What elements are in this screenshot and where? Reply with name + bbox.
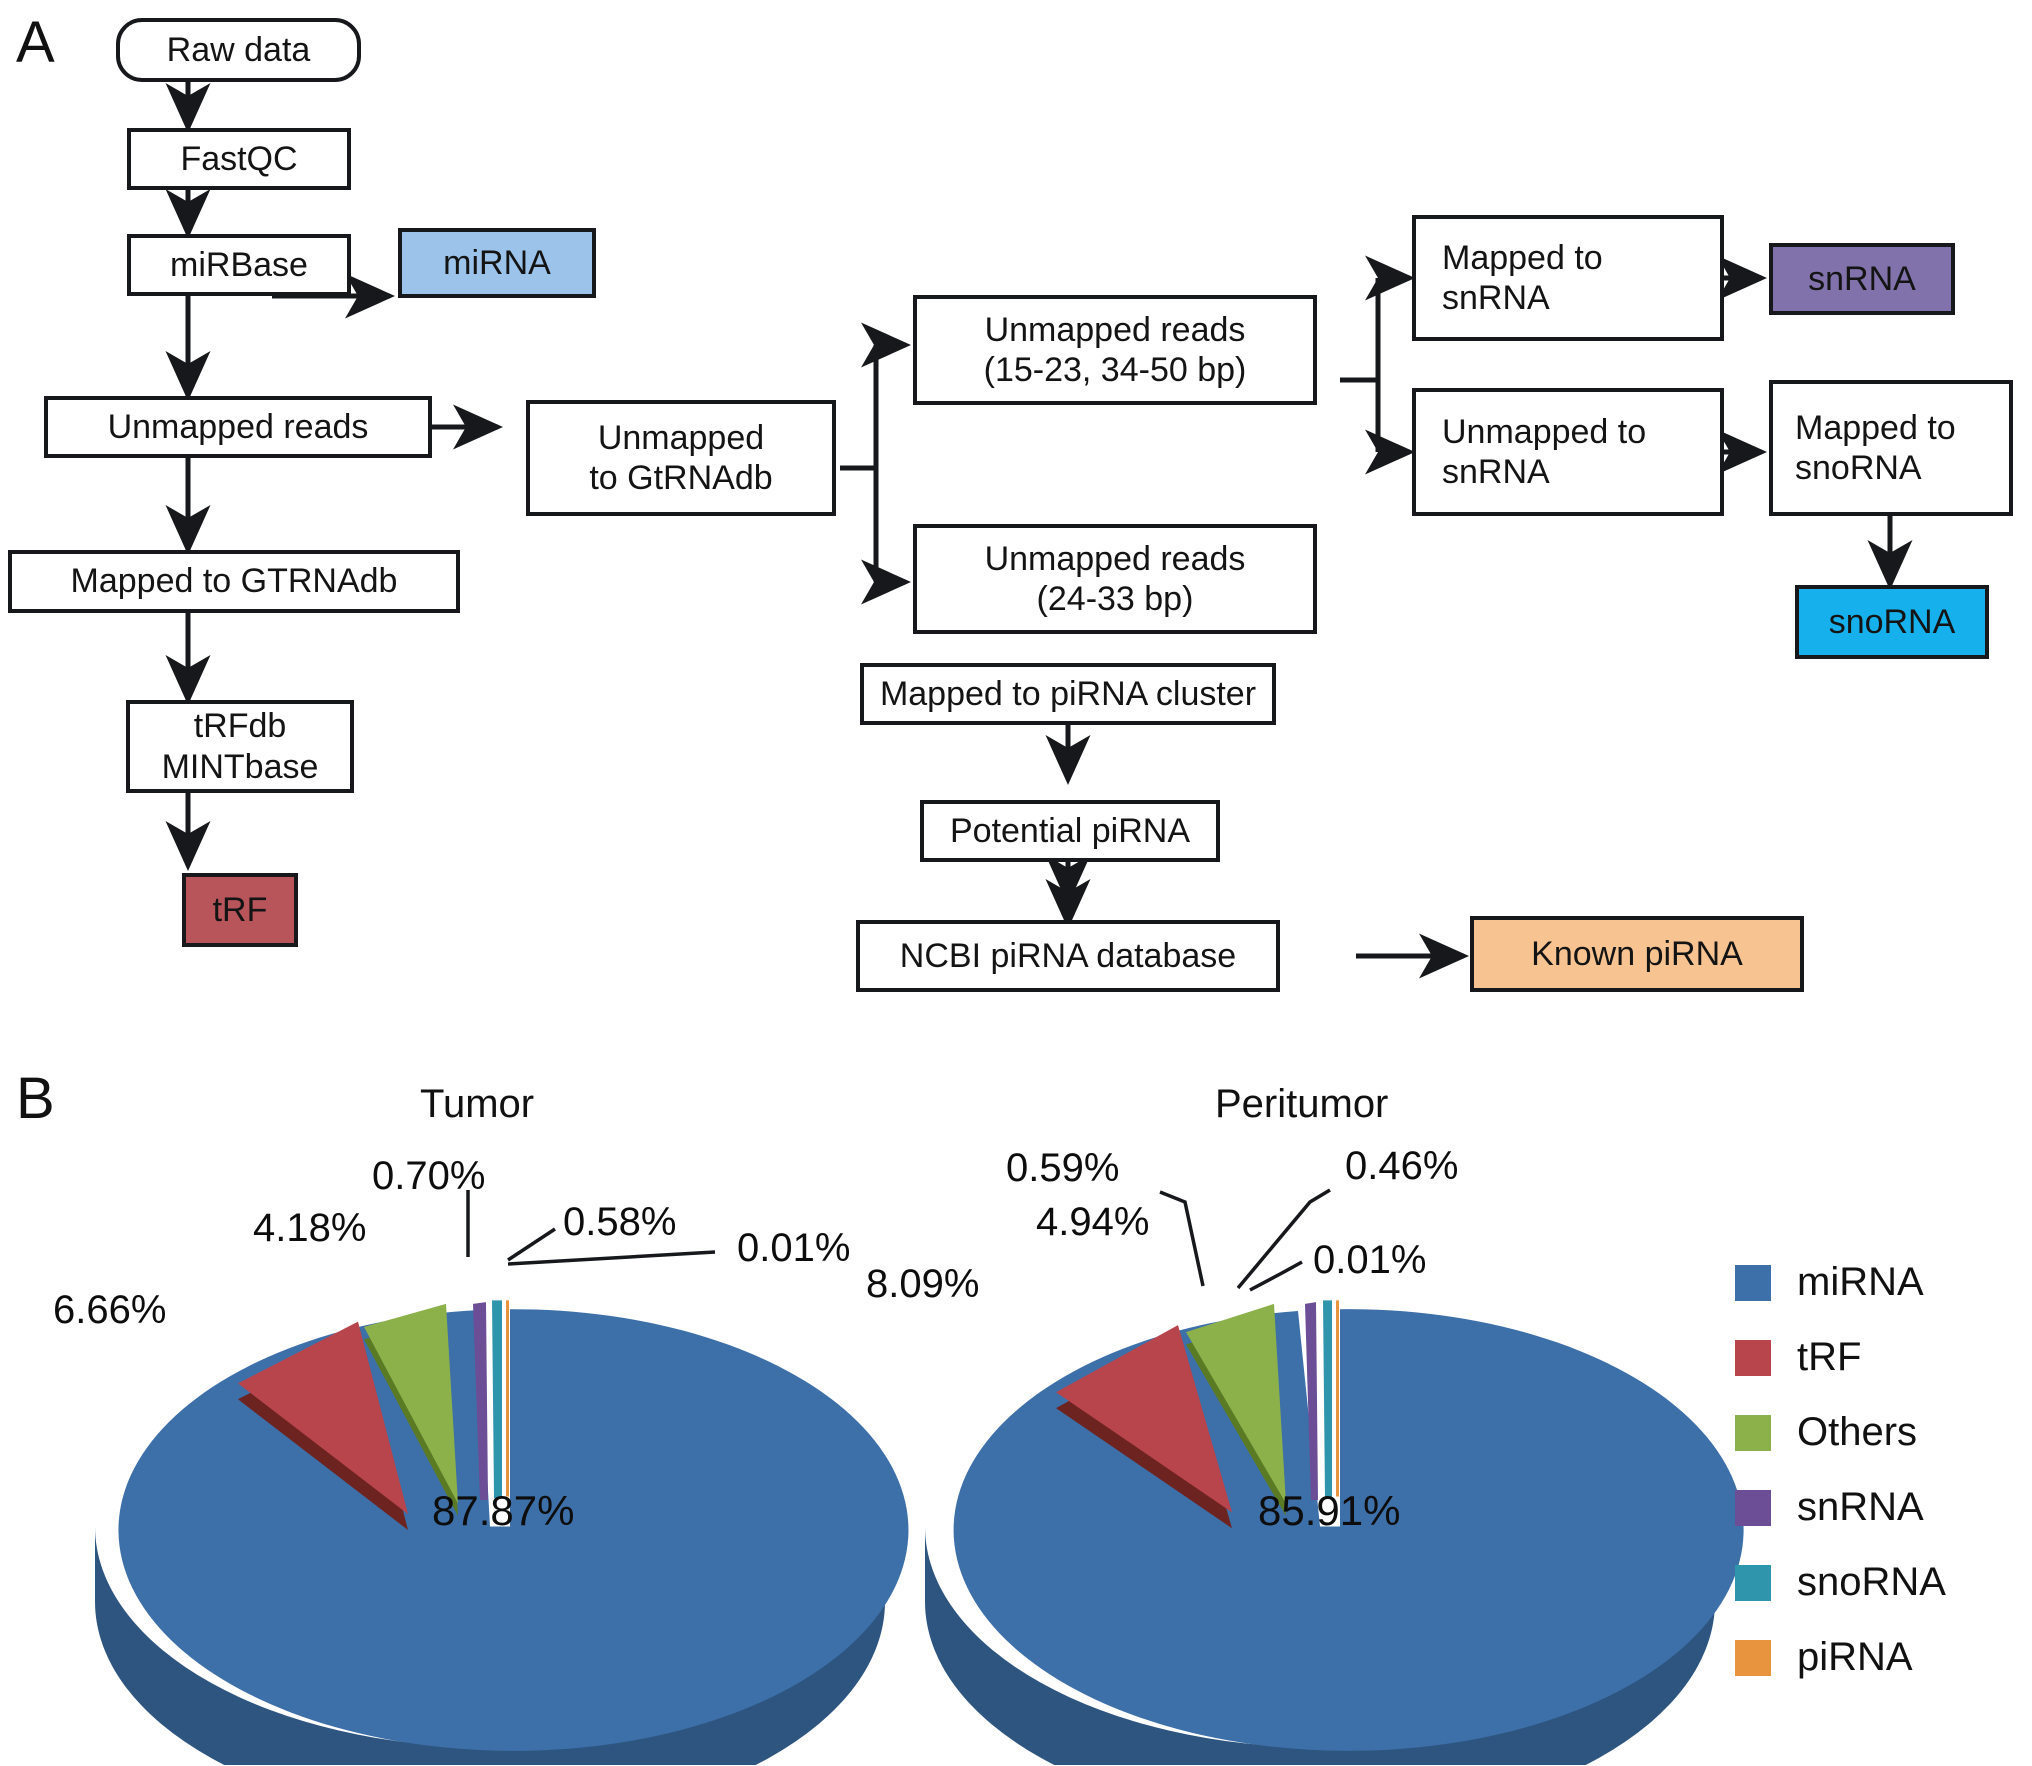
pie-label-tumor-snrna: 0.70%: [372, 1154, 486, 1198]
legend-item-mirna[interactable]: miRNA: [1735, 1245, 1946, 1320]
flow-node-raw-data[interactable]: Raw data: [116, 18, 361, 82]
pie-label-peritumor-others: 4.94%: [1036, 1200, 1150, 1244]
pie-title-peritumor: Peritumor: [1215, 1082, 1389, 1126]
flow-node-unmapped-reads-15-23[interactable]: Unmapped reads (15-23, 34-50 bp): [913, 295, 1317, 405]
legend-label-trf: tRF: [1797, 1335, 1862, 1379]
pie-label-peritumor-snorna: 0.46%: [1345, 1144, 1459, 1188]
legend-label-snorna: snoRNA: [1797, 1560, 1946, 1604]
legend-label-others: Others: [1797, 1410, 1918, 1454]
legend-item-trf[interactable]: tRF: [1735, 1320, 1946, 1395]
legend-swatch-snrna: [1735, 1489, 1771, 1526]
flow-node-unmapped-reads[interactable]: Unmapped reads: [44, 396, 432, 458]
legend-swatch-pirna: [1735, 1639, 1771, 1676]
pie-legend: miRNA tRF Others snRNA snoRNA piRNA: [1735, 1245, 1946, 1695]
legend-item-pirna[interactable]: piRNA: [1735, 1620, 1946, 1695]
flow-node-mapped-to-pirna-cluster[interactable]: Mapped to piRNA cluster: [860, 663, 1276, 725]
flow-node-mirna[interactable]: miRNA: [398, 228, 596, 298]
flow-node-mapped-to-snorna[interactable]: Mapped to snoRNA: [1769, 380, 2013, 516]
flow-node-mapped-to-snrna[interactable]: Mapped to snRNA: [1412, 215, 1724, 341]
flow-node-mirbase[interactable]: miRBase: [127, 234, 351, 296]
legend-item-snorna[interactable]: snoRNA: [1735, 1545, 1946, 1620]
flow-node-trfdb-mintbase[interactable]: tRFdb MINTbase: [126, 700, 354, 793]
legend-item-snrna[interactable]: snRNA: [1735, 1470, 1946, 1545]
pie-title-tumor: Tumor: [420, 1082, 535, 1126]
pie-label-tumor-pirna: 0.01%: [737, 1226, 851, 1270]
panel-b-letter: B: [16, 1066, 55, 1131]
legend-item-others[interactable]: Others: [1735, 1395, 1946, 1470]
pie-label-tumor-trf: 6.66%: [53, 1288, 167, 1332]
pie-label-tumor-snorna: 0.58%: [563, 1200, 677, 1244]
flow-node-unmapped-to-snrna[interactable]: Unmapped to snRNA: [1412, 388, 1724, 516]
legend-label-snrna: snRNA: [1797, 1485, 1924, 1529]
flow-node-snrna[interactable]: snRNA: [1769, 243, 1955, 315]
pie-charts-panel: Tumor 0.70% 4.18% 0.58% 0.01% 6.66% 87.8…: [0, 1030, 2032, 1766]
legend-swatch-mirna: [1735, 1264, 1771, 1301]
flow-node-fastqc[interactable]: FastQC: [127, 128, 351, 190]
legend-label-mirna: miRNA: [1797, 1260, 1924, 1304]
pie-chart-tumor: [95, 1300, 909, 1765]
legend-swatch-trf: [1735, 1339, 1771, 1376]
panel-a-letter: A: [16, 10, 55, 75]
pie-label-peritumor-trf: 8.09%: [866, 1262, 980, 1306]
flow-node-trf[interactable]: tRF: [182, 873, 298, 947]
pie-label-peritumor-mirna: 85.91%: [1258, 1487, 1401, 1534]
pie-label-tumor-mirna: 87.87%: [432, 1487, 575, 1534]
flow-node-unmapped-to-gtrnadb[interactable]: Unmapped to GtRNAdb: [526, 400, 836, 516]
flow-node-snorna[interactable]: snoRNA: [1795, 585, 1989, 659]
legend-swatch-snorna: [1735, 1564, 1771, 1601]
flow-node-potential-pirna[interactable]: Potential piRNA: [920, 800, 1220, 862]
legend-swatch-others: [1735, 1414, 1771, 1451]
pie-label-peritumor-snrna: 0.59%: [1006, 1146, 1120, 1190]
legend-label-pirna: piRNA: [1797, 1635, 1913, 1679]
pie-label-tumor-others: 4.18%: [253, 1206, 367, 1250]
pie-chart-peritumor: [925, 1300, 1744, 1765]
flow-node-mapped-to-gtrnadb[interactable]: Mapped to GTRNAdb: [8, 550, 460, 613]
flow-node-unmapped-reads-24-33[interactable]: Unmapped reads (24-33 bp): [913, 524, 1317, 634]
flow-node-ncbi-pirna-database[interactable]: NCBI piRNA database: [856, 920, 1280, 992]
pie-label-peritumor-pirna: 0.01%: [1313, 1238, 1427, 1282]
flowchart-panel: Raw data FastQC miRBase miRNA Unmapped r…: [8, 18, 2013, 992]
flow-node-known-pirna[interactable]: Known piRNA: [1470, 916, 1804, 992]
